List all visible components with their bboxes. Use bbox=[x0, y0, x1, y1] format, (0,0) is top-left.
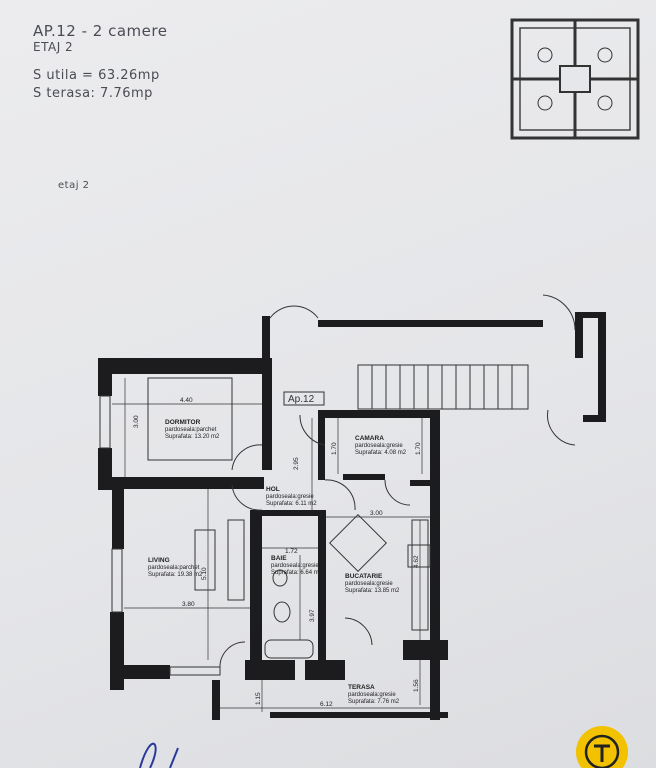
svg-text:pardoseala:gresie: pardoseala:gresie bbox=[345, 581, 393, 587]
svg-text:Suprafata: 4.08 m2: Suprafata: 4.08 m2 bbox=[355, 450, 407, 456]
svg-text:BAIE: BAIE bbox=[271, 555, 287, 562]
svg-text:BUCATARIE: BUCATARIE bbox=[345, 573, 383, 580]
svg-text:4.62: 4.62 bbox=[413, 555, 420, 568]
svg-text:LIVING: LIVING bbox=[148, 557, 170, 564]
floor-note: etaj 2 bbox=[58, 180, 90, 191]
svg-text:Suprafata: 13.20 m2: Suprafata: 13.20 m2 bbox=[165, 434, 220, 440]
svg-text:1.72: 1.72 bbox=[285, 548, 298, 555]
floor-label: ETAJ 2 bbox=[33, 40, 74, 54]
svg-text:TERASA: TERASA bbox=[348, 684, 375, 691]
svg-text:3.97: 3.97 bbox=[309, 609, 316, 622]
svg-text:DORMITOR: DORMITOR bbox=[165, 419, 201, 426]
svg-text:5.10: 5.10 bbox=[201, 567, 208, 580]
key-plan-thumbnail bbox=[510, 18, 640, 140]
svg-text:1.70: 1.70 bbox=[331, 442, 338, 455]
svg-text:HOL: HOL bbox=[266, 486, 280, 493]
signature bbox=[139, 742, 179, 768]
apartment-tag-box bbox=[283, 391, 325, 406]
svg-text:3.00: 3.00 bbox=[370, 510, 383, 517]
svg-text:3.80: 3.80 bbox=[182, 601, 195, 608]
svg-text:pardoseala:gresie: pardoseala:gresie bbox=[355, 443, 403, 449]
room-hol: HOL pardoseala:gresie Suprafata: 6.11 m2 bbox=[266, 486, 317, 507]
svg-text:4.40: 4.40 bbox=[180, 397, 193, 404]
svg-text:Suprafata: 6.64 m2: Suprafata: 6.64 m2 bbox=[271, 570, 323, 576]
room-dormitor: DORMITOR pardoseala:parchet Suprafata: 1… bbox=[165, 419, 220, 440]
apartment-tag: Ap.12 bbox=[288, 394, 315, 405]
svg-text:Suprafata: 19.38 m2: Suprafata: 19.38 m2 bbox=[148, 572, 203, 578]
room-terasa: TERASA pardoseala:gresie Suprafata: 7.76… bbox=[348, 684, 400, 705]
dimension-labels: 4.40 3.00 1.70 1.70 2.95 3.00 1.72 5.10 … bbox=[133, 397, 422, 708]
svg-text:2.95: 2.95 bbox=[293, 457, 300, 470]
room-baie: BAIE pardoseala:gresie Suprafata: 6.64 m… bbox=[271, 555, 323, 576]
svg-text:pardoseala:gresie: pardoseala:gresie bbox=[271, 563, 319, 569]
svg-text:1.15: 1.15 bbox=[255, 692, 262, 705]
apartment-walls bbox=[98, 358, 448, 720]
terrace-area: S terasa: 7.76mp bbox=[33, 86, 153, 101]
svg-text:1.56: 1.56 bbox=[413, 679, 420, 692]
svg-text:Suprafata: 6.11 m2: Suprafata: 6.11 m2 bbox=[266, 501, 317, 507]
svg-text:1.70: 1.70 bbox=[415, 442, 422, 455]
room-camara: CAMARA pardoseala:gresie Suprafata: 4.08… bbox=[355, 435, 407, 456]
room-living: LIVING pardoseala:parchet Suprafata: 19.… bbox=[148, 557, 203, 578]
room-bucatarie: BUCATARIE pardoseala:gresie Suprafata: 1… bbox=[345, 573, 400, 594]
svg-text:pardoseala:gresie: pardoseala:gresie bbox=[348, 692, 396, 698]
svg-text:3.00: 3.00 bbox=[133, 415, 140, 428]
svg-text:pardoseala:parchet: pardoseala:parchet bbox=[148, 565, 200, 571]
agency-logo bbox=[576, 726, 628, 768]
svg-text:pardoseala:gresie: pardoseala:gresie bbox=[266, 494, 314, 500]
svg-text:6.12: 6.12 bbox=[320, 701, 333, 708]
apartment-title: AP.12 - 2 camere bbox=[33, 22, 168, 40]
svg-text:CAMARA: CAMARA bbox=[355, 435, 384, 442]
useful-area: S utila = 63.26mp bbox=[33, 68, 160, 83]
svg-text:Suprafata: 13.85 m2: Suprafata: 13.85 m2 bbox=[345, 588, 400, 594]
svg-text:pardoseala:parchet: pardoseala:parchet bbox=[165, 427, 217, 433]
dimensions bbox=[112, 378, 430, 712]
svg-text:Suprafata: 7.76 m2: Suprafata: 7.76 m2 bbox=[348, 699, 400, 705]
